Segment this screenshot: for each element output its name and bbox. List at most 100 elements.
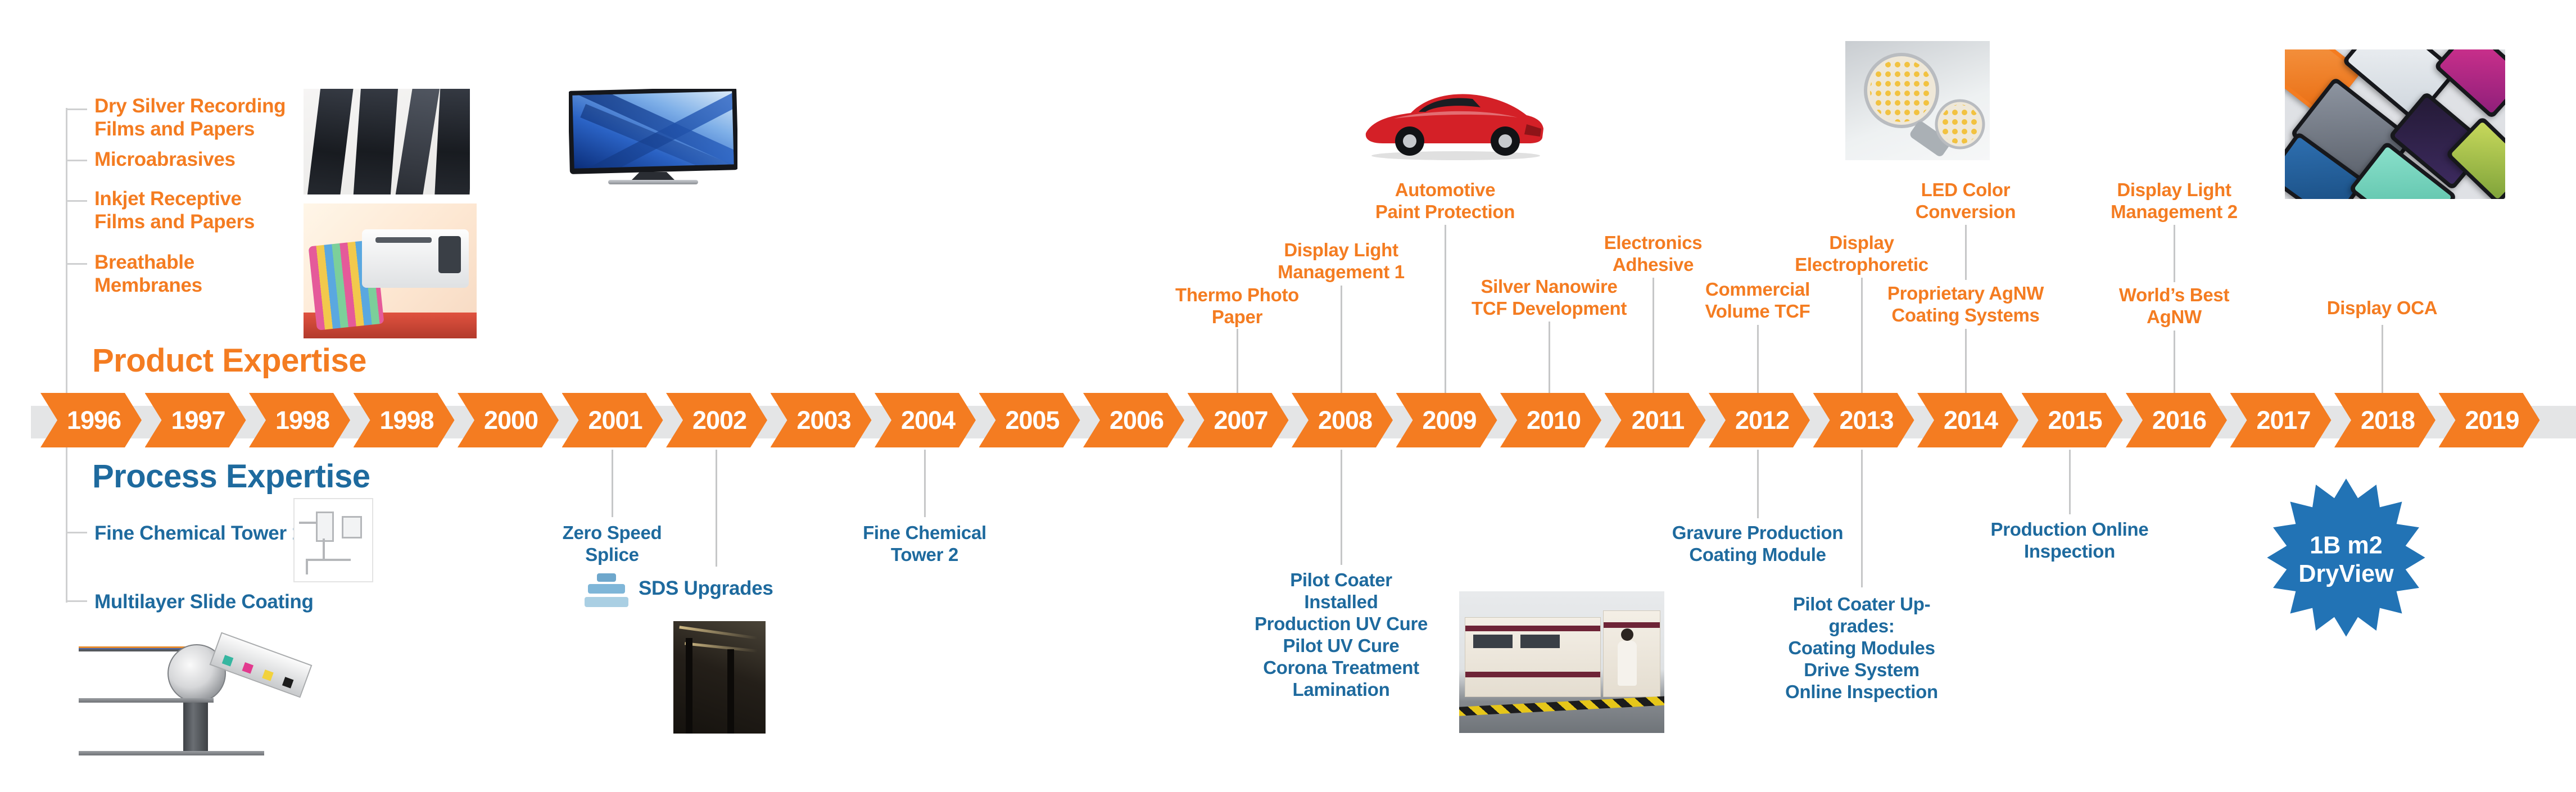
event-commercial-volume-tcf: Commercial Volume TCF <box>1705 279 1810 322</box>
timeline-year-label: 2009 <box>1422 405 1477 435</box>
coating-chip-teal <box>221 655 234 667</box>
process-item-fine-chemical-tower-1: Fine Chemical Tower 1 <box>94 522 303 544</box>
connector-line <box>1340 286 1342 393</box>
timeline-year-arrow: 1996 <box>40 393 142 447</box>
product-item-microabrasives: Microabrasives <box>94 148 236 170</box>
red-sports-car-image <box>1360 70 1549 163</box>
event-electronics-adhesive: Electronics Adhesive <box>1604 232 1703 275</box>
printer-slot <box>375 237 432 243</box>
dryview-badge: 1B m2 DryView <box>2267 478 2425 637</box>
event-automotive-paint-protection: Automotive Paint Protection <box>1375 179 1515 222</box>
connector-line <box>1860 450 1863 587</box>
printer-control-panel <box>438 236 461 273</box>
event-display-light-management-2: Display Light Management 2 <box>2111 179 2238 222</box>
event-display-light-management-1: Display Light Management 1 <box>1278 239 1405 282</box>
connector-line <box>1652 278 1654 393</box>
bracket-tick <box>66 263 87 265</box>
coating-chip-yellow <box>262 669 274 681</box>
coating-chip-black <box>282 677 294 689</box>
timeline-year-arrow: 2007 <box>1187 393 1289 447</box>
process-expertise-heading: Process Expertise <box>92 458 370 495</box>
connector-line <box>1548 322 1550 393</box>
timeline-year-label: 1998 <box>275 405 330 435</box>
timeline-year-arrow: 2018 <box>2334 393 2435 447</box>
layer-stack-icon <box>585 571 628 613</box>
led-bulbs-image <box>1845 41 1990 160</box>
x-ray-films-photo <box>304 89 470 194</box>
timeline-year-arrow: 2017 <box>2230 393 2331 447</box>
timeline-year-arrow: 2005 <box>979 393 1080 447</box>
schematic-pipe <box>323 538 325 561</box>
connector-line <box>1860 278 1863 393</box>
event-led-color-conversion: LED Color Conversion <box>1915 179 2016 222</box>
timeline-year-arrow: 1998 <box>249 393 350 447</box>
connector-line <box>1756 450 1759 518</box>
timeline-year-arrow: 2014 <box>1917 393 2018 447</box>
technician-head <box>1621 628 1633 641</box>
schematic-vessel <box>342 516 362 538</box>
timeline-year-arrow: 2016 <box>2126 393 2227 447</box>
connector-line <box>1444 225 1446 393</box>
event-silver-nanowire-tcf: Silver Nanowire TCF Development <box>1471 276 1627 319</box>
timeline-year-label: 2010 <box>1526 405 1581 435</box>
bracket-line <box>66 108 67 603</box>
timeline-year-label: 2000 <box>483 405 538 435</box>
timeline-year-arrow: 2000 <box>458 393 559 447</box>
tv-frame <box>569 89 737 174</box>
timeline-year-label: 2013 <box>1839 405 1894 435</box>
schematic-pipe <box>306 559 308 574</box>
timeline-year-label: 2014 <box>1943 405 1998 435</box>
timeline-year-label: 2019 <box>2465 405 2519 435</box>
event-zero-speed-splice: Zero Speed Splice <box>562 522 662 565</box>
timeline-year-label: 2003 <box>796 405 851 435</box>
tv-screen <box>572 91 734 169</box>
mobile-devices-collage-photo <box>2285 49 2505 199</box>
event-display-electrophoretic: Display Electrophoretic <box>1795 232 1928 275</box>
cabinet-window <box>1473 635 1513 648</box>
timeline-year-label: 2001 <box>588 405 642 435</box>
event-display-oca: Display OCA <box>2326 297 2438 318</box>
table-bar <box>79 751 264 755</box>
slide-die <box>209 632 313 698</box>
event-gravure-production-coating: Gravure Production Coating Module <box>1672 522 1844 565</box>
bracket-tick <box>66 600 87 602</box>
connector-line <box>611 450 613 517</box>
led-bulb-illustration <box>1864 53 1985 156</box>
connector-line <box>715 450 717 567</box>
schematic-pipe <box>306 559 351 561</box>
event-production-online-inspection: Production Online Inspection <box>1990 519 2149 562</box>
timeline-year-label: 2011 <box>1631 405 1685 435</box>
timeline-year-arrow: 2003 <box>770 393 872 447</box>
factory-post <box>686 638 692 734</box>
cabinet-stripe <box>1604 622 1660 628</box>
bracket-tick <box>66 108 87 110</box>
hazard-floor-strip <box>1459 695 1664 717</box>
connector-line <box>2381 325 2383 393</box>
film-strip <box>305 89 355 194</box>
tv-stand <box>631 172 676 181</box>
timeline-year-label: 2017 <box>2256 405 2311 435</box>
flat-screen-tv-image <box>569 89 737 187</box>
roller-pedestal <box>183 700 208 754</box>
product-item-dry-silver: Dry Silver Recording Films and Papers <box>94 95 286 140</box>
film-strip <box>352 89 399 194</box>
connector-line <box>1964 329 1967 393</box>
tv-base <box>608 180 698 184</box>
product-item-inkjet: Inkjet Receptive Films and Papers <box>94 188 255 233</box>
timeline-year-arrow: 2009 <box>1396 393 1497 447</box>
timeline-year-label: 2012 <box>1735 405 1790 435</box>
timeline-year-arrow: 2011 <box>1604 393 1706 447</box>
timeline-year-arrow: 2001 <box>562 393 663 447</box>
product-expertise-heading: Product Expertise <box>92 342 366 379</box>
event-sds-upgrades: SDS Upgrades <box>639 577 773 599</box>
timeline-year-arrow: 2008 <box>1292 393 1393 447</box>
factory-post <box>727 649 734 734</box>
layer-bottom <box>585 597 628 607</box>
bracket-tick <box>66 532 87 533</box>
timeline-year-arrow: 2012 <box>1709 393 1810 447</box>
factory-interior-photo <box>673 621 766 734</box>
film-strip <box>392 89 442 194</box>
event-pilot-coater-upgrades: Pilot Coater Up- grades: Coating Modules… <box>1785 594 1938 702</box>
coated-web <box>79 646 198 651</box>
